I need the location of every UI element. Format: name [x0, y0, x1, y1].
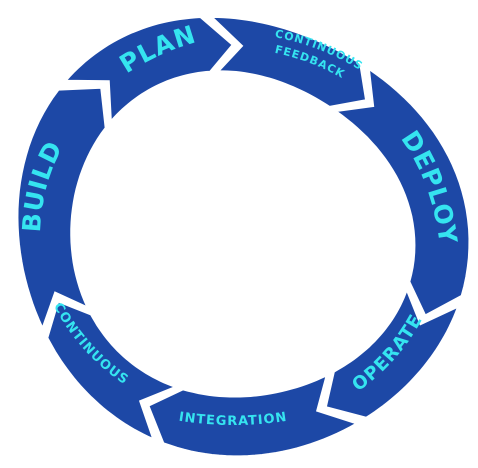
segment-build [16, 87, 107, 330]
stage-integration-label: INTEGRATION [178, 410, 289, 429]
cycle-segments [16, 16, 470, 457]
segment-plan [64, 16, 234, 123]
segment-continuous-feedback [210, 16, 367, 108]
svg-text:INTEGRATION: INTEGRATION [178, 410, 289, 429]
segment-operate [325, 288, 460, 419]
segment-deploy [334, 67, 470, 317]
segment-continuous [46, 300, 177, 441]
segment-integration [147, 374, 359, 457]
